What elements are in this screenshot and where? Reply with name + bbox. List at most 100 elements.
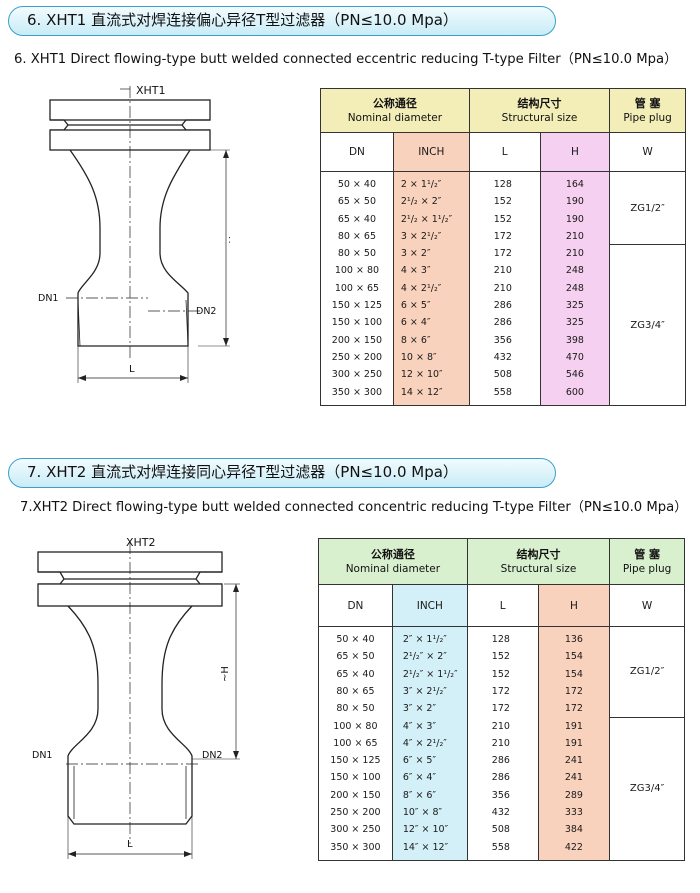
section-title: 7. XHT2 直流式对焊连接同心异径T型过滤器（PN≤10.0 Mpa） (8, 458, 556, 488)
cell-dn: 150 × 100 (330, 772, 381, 784)
cell-h: 241 (564, 772, 583, 784)
cell-h: 164 (565, 179, 584, 190)
cell-inch: 4 × 2¹/₂″ (400, 282, 442, 294)
cell-dn: 80 × 50 (337, 248, 377, 260)
cell-dn: 65 × 50 (336, 651, 375, 663)
cell-dn: 65 × 50 (337, 196, 377, 208)
cell-h: 191 (564, 737, 583, 749)
pipe-plug-cell: ZG3/4″ (629, 783, 665, 795)
xht1-drawing: XHT1 DN1 DN2 L ~H (38, 84, 230, 383)
cell-h: 470 (565, 351, 584, 363)
cell-inch: 4″ × 3″ (402, 720, 437, 732)
pipe-plug-cell: ZG1/2″ (610, 172, 685, 246)
cell-h: 248 (565, 265, 584, 277)
height-label: ~H (220, 666, 231, 682)
cell-dn: 200 × 150 (330, 789, 381, 801)
cell-l: 152 (491, 651, 510, 663)
w-column-header: W (609, 584, 685, 627)
cell-inch: 2″ × 1¹/₂″ (402, 634, 447, 646)
cell-dn: 300 × 250 (331, 369, 383, 381)
cell-dn: 100 × 80 (334, 265, 380, 277)
cell-l: 210 (491, 720, 510, 732)
cell-inch: 6″ × 4″ (402, 772, 437, 784)
cell-inch: 10 × 8″ (400, 351, 437, 363)
cell-h: 600 (565, 386, 584, 398)
cell-l: 558 (491, 841, 510, 853)
cell-inch: 2¹/₂ × 1¹/₂″ (400, 213, 453, 225)
cell-inch: 8 × 6″ (400, 334, 431, 346)
length-label: L (127, 839, 133, 850)
cell-l: 172 (493, 230, 512, 242)
cell-l: 286 (491, 772, 510, 784)
dn-column-header: DN (318, 584, 393, 627)
height-label: ~H (228, 236, 230, 252)
h-column-header: H (537, 584, 611, 627)
inch-column-header: INCH (392, 132, 470, 172)
dn1-label: DN1 (38, 293, 58, 304)
cell-h: 172 (564, 703, 583, 715)
cell-l: 286 (491, 755, 510, 767)
cell-inch: 6 × 4″ (400, 317, 431, 329)
cell-inch: 6 × 5″ (400, 300, 431, 312)
cell-l: 508 (493, 369, 512, 381)
cell-dn: 100 × 80 (333, 720, 378, 732)
dn2-label: DN2 (196, 306, 216, 317)
cell-h: 325 (565, 317, 584, 329)
cell-dn: 100 × 65 (334, 282, 380, 294)
cell-l: 152 (491, 668, 510, 680)
cell-h: 190 (565, 213, 584, 225)
length-label: L (129, 364, 135, 375)
cell-inch: 2 × 1¹/₂″ (400, 179, 442, 190)
cell-h: 154 (564, 651, 583, 663)
cell-inch: 12″ × 10″ (402, 824, 449, 836)
cell-h: 154 (564, 668, 583, 680)
cell-l: 286 (493, 317, 512, 329)
cell-h: 384 (564, 824, 583, 836)
cell-l: 210 (493, 282, 512, 294)
inch-column: 2″ × 1¹/₂″2¹/₂″ × 2″2¹/₂″ × 1¹/₂″3″ × 2¹… (391, 626, 468, 861)
cell-inch: 12 × 10″ (400, 369, 443, 381)
cell-inch: 3″ × 2″ (402, 703, 437, 715)
cell-l: 172 (491, 703, 510, 715)
cell-dn: 350 × 300 (331, 386, 383, 398)
cell-dn: 150 × 125 (331, 300, 383, 312)
cell-h: 289 (564, 789, 583, 801)
cell-dn: 150 × 125 (330, 755, 381, 767)
cell-h: 210 (565, 248, 584, 260)
cell-l: 152 (493, 196, 512, 208)
cell-inch: 2¹/₂″ × 2″ (402, 651, 447, 663)
drawing-model-label: XHT2 (126, 536, 156, 549)
cell-l: 286 (493, 300, 512, 312)
cell-inch: 10″ × 8″ (402, 806, 443, 818)
pipe-plug-cell: ZG1/2″ (610, 627, 684, 718)
cell-inch: 8″ × 6″ (402, 789, 437, 801)
cell-dn: 65 × 40 (337, 213, 377, 225)
cell-l: 128 (491, 634, 510, 646)
section-title: 6. XHT1 直流式对焊连接偏心异径T型过滤器（PN≤10.0 Mpa） (8, 6, 556, 36)
cell-inch: 3 × 2¹/₂″ (400, 230, 442, 242)
cell-l: 432 (493, 351, 512, 363)
h-column-header: H (539, 132, 611, 172)
cell-h: 241 (564, 755, 583, 767)
cell-dn: 250 × 200 (331, 351, 383, 363)
cell-inch: 4″ × 2¹/₂″ (402, 737, 447, 749)
cell-dn: 80 × 65 (337, 230, 377, 242)
inch-column: 2 × 1¹/₂″2¹/₂ × 2″2¹/₂ × 1¹/₂″3 × 2¹/₂″3… (392, 171, 470, 406)
cell-l: 172 (493, 248, 512, 260)
cell-dn: 150 × 100 (331, 317, 383, 329)
cell-dn: 80 × 65 (336, 685, 375, 697)
cell-dn: 80 × 50 (336, 703, 375, 715)
cell-h: 191 (564, 720, 583, 732)
cell-inch: 2¹/₂″ × 1¹/₂″ (402, 668, 458, 680)
cell-h: 333 (564, 806, 583, 818)
